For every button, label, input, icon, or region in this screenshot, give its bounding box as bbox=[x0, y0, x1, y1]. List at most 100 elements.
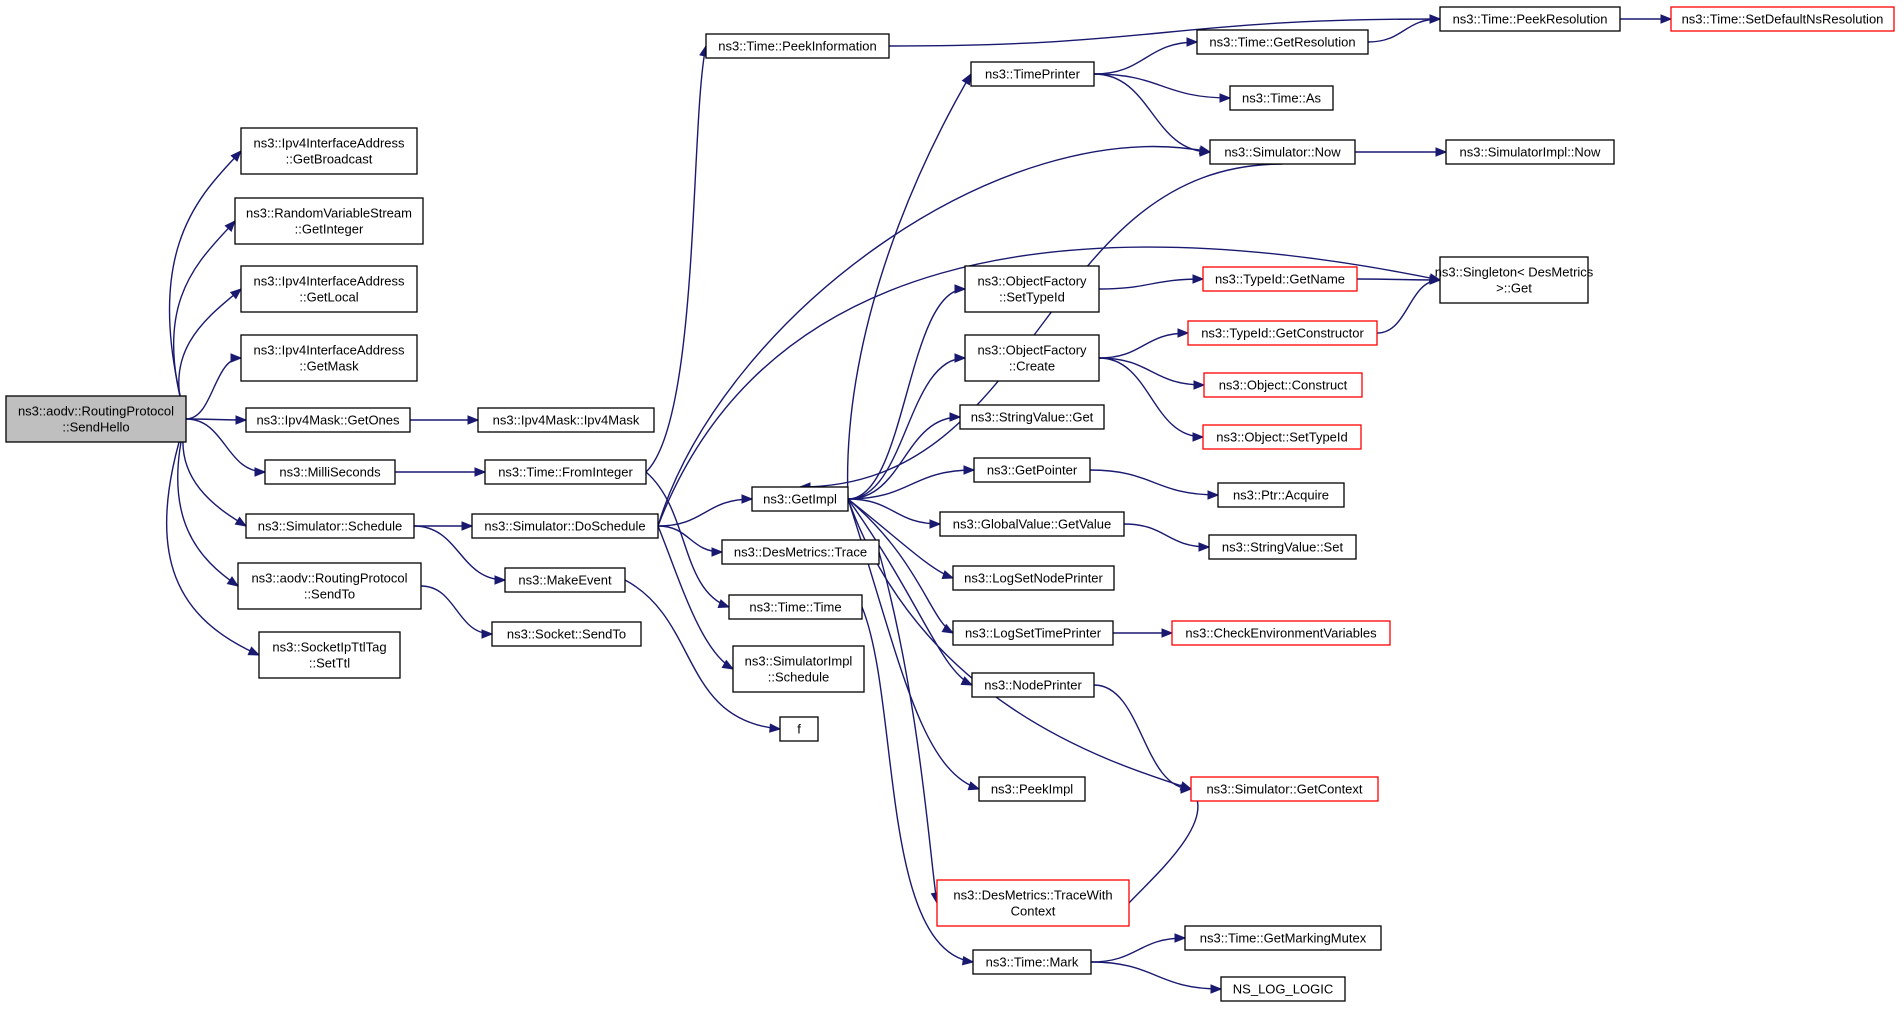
node-label: ns3::TypeId::GetName bbox=[1215, 272, 1345, 287]
edge-arrowhead bbox=[229, 288, 243, 300]
node-objConstruct[interactable]: ns3::Object::Construct bbox=[1203, 372, 1363, 398]
node-box bbox=[728, 594, 863, 620]
node-label: ::SendHello bbox=[62, 420, 129, 435]
node-nodePrinter[interactable]: ns3::NodePrinter bbox=[971, 672, 1095, 698]
node-typeIdGetName[interactable]: ns3::TypeId::GetName bbox=[1202, 266, 1358, 292]
node-label: ns3::Time::Mark bbox=[986, 955, 1079, 970]
node-schedule[interactable]: ns3::Simulator::Schedule bbox=[245, 513, 415, 539]
node-logSetTimePrinter[interactable]: ns3::LogSetTimePrinter bbox=[952, 620, 1114, 646]
node-getBroadcast[interactable]: ns3::Ipv4InterfaceAddress::GetBroadcast bbox=[240, 127, 418, 175]
node-simGetContext[interactable]: ns3::Simulator::GetContext bbox=[1190, 776, 1379, 802]
node-box bbox=[504, 567, 626, 593]
edge-arrowhead bbox=[1429, 275, 1442, 285]
node-ipv4mask[interactable]: ns3::Ipv4Mask::Ipv4Mask bbox=[477, 407, 655, 433]
node-nsLogLogic[interactable]: NS_LOG_LOGIC bbox=[1220, 976, 1346, 1002]
edge-arrowhead bbox=[234, 516, 248, 527]
node-label: ns3::Ipv4Mask::Ipv4Mask bbox=[493, 413, 640, 428]
node-f[interactable]: f bbox=[779, 716, 819, 742]
node-simNow[interactable]: ns3::Simulator::Now bbox=[1209, 139, 1356, 165]
node-root[interactable]: ns3::aodv::RoutingProtocol::SendHello bbox=[5, 395, 187, 443]
edge-arrowhead bbox=[461, 521, 474, 531]
edge-timeMark-to-getMarkingMutex bbox=[1090, 937, 1186, 963]
node-label: ::Create bbox=[1009, 359, 1055, 374]
node-getImpl[interactable]: ns3::GetImpl bbox=[751, 486, 849, 512]
node-logSetNodePrinter[interactable]: ns3::LogSetNodePrinter bbox=[952, 565, 1115, 591]
node-makeEvent[interactable]: ns3::MakeEvent bbox=[504, 567, 626, 593]
node-label: NS_LOG_LOGIC bbox=[1233, 982, 1333, 997]
edge-desTrace-to-traceWithContext bbox=[878, 551, 938, 904]
node-getPointer[interactable]: ns3::GetPointer bbox=[973, 457, 1091, 483]
node-box bbox=[491, 621, 642, 647]
edge-arrowhead bbox=[474, 467, 487, 477]
node-setDefaultNs[interactable]: ns3::Time::SetDefaultNsResolution bbox=[1670, 6, 1895, 32]
node-label: ns3::aodv::RoutingProtocol bbox=[18, 404, 174, 419]
node-peekImpl[interactable]: ns3::PeekImpl bbox=[978, 776, 1086, 802]
node-getLocal[interactable]: ns3::Ipv4InterfaceAddress::GetLocal bbox=[240, 265, 418, 313]
node-box bbox=[1670, 6, 1895, 32]
node-label: ns3::RandomVariableStream bbox=[246, 206, 412, 221]
node-checkEnv[interactable]: ns3::CheckEnvironmentVariables bbox=[1171, 620, 1391, 646]
edge-timeMark-to-nsLogLogic bbox=[1090, 961, 1222, 990]
edge-arrowhead bbox=[254, 467, 267, 477]
node-box bbox=[240, 334, 418, 382]
node-stringValueGet[interactable]: ns3::StringValue::Get bbox=[959, 404, 1105, 430]
node-label: ns3::CheckEnvironmentVariables bbox=[1185, 626, 1377, 641]
node-peekResolution[interactable]: ns3::Time::PeekResolution bbox=[1439, 6, 1621, 32]
node-box bbox=[959, 404, 1105, 430]
node-label: ns3::Ipv4InterfaceAddress bbox=[253, 136, 405, 151]
node-box bbox=[471, 513, 659, 539]
node-label: ns3::Simulator::GetContext bbox=[1206, 782, 1362, 797]
node-getMarkingMutex[interactable]: ns3::Time::GetMarkingMutex bbox=[1184, 925, 1382, 951]
node-ofCreate[interactable]: ns3::ObjectFactory::Create bbox=[964, 334, 1100, 382]
node-sendToAodv[interactable]: ns3::aodv::RoutingProtocol::SendTo bbox=[237, 562, 422, 610]
node-getOnes[interactable]: ns3::Ipv4Mask::GetOnes bbox=[245, 407, 411, 433]
node-doSchedule[interactable]: ns3::Simulator::DoSchedule bbox=[471, 513, 659, 539]
node-label: ns3::Time::PeekInformation bbox=[718, 39, 876, 54]
node-timeAs[interactable]: ns3::Time::As bbox=[1229, 85, 1334, 111]
node-getMask[interactable]: ns3::Ipv4InterfaceAddress::GetMask bbox=[240, 334, 418, 382]
node-label: ::Schedule bbox=[768, 670, 829, 685]
node-objSetTypeId[interactable]: ns3::Object::SetTypeId bbox=[1202, 424, 1362, 450]
node-stringValueSet[interactable]: ns3::StringValue::Set bbox=[1208, 534, 1357, 560]
node-desTrace[interactable]: ns3::DesMetrics::Trace bbox=[721, 539, 880, 565]
node-timePrinter[interactable]: ns3::TimePrinter bbox=[970, 61, 1095, 87]
node-getResolution[interactable]: ns3::Time::GetResolution bbox=[1196, 29, 1369, 55]
node-ofSetTypeId[interactable]: ns3::ObjectFactory::SetTypeId bbox=[964, 265, 1100, 313]
node-fromInteger[interactable]: ns3::Time::FromInteger bbox=[484, 459, 647, 485]
node-socketSendTo[interactable]: ns3::Socket::SendTo bbox=[491, 621, 642, 647]
edge-arrowhead bbox=[1161, 628, 1174, 638]
node-ptrAcquire[interactable]: ns3::Ptr::Acquire bbox=[1217, 482, 1345, 508]
node-milliSeconds[interactable]: ns3::MilliSeconds bbox=[264, 459, 396, 485]
node-label: ns3::Socket::SendTo bbox=[507, 627, 626, 642]
node-gvGetValue[interactable]: ns3::GlobalValue::GetValue bbox=[939, 511, 1125, 537]
node-label: ::SetTtl bbox=[309, 656, 350, 671]
node-implSchedule[interactable]: ns3::SimulatorImpl::Schedule bbox=[732, 645, 865, 693]
edge-root-to-schedule bbox=[182, 418, 247, 527]
edge-typeIdGetName-to-singletonGet bbox=[1356, 278, 1441, 281]
node-singletonGet[interactable]: ns3::Singleton< DesMetrics>::Get bbox=[1435, 256, 1594, 304]
node-label: ns3::PeekImpl bbox=[991, 782, 1073, 797]
node-label: ns3::StringValue::Set bbox=[1222, 540, 1344, 555]
node-typeIdGetCtor[interactable]: ns3::TypeId::GetConstructor bbox=[1187, 320, 1378, 346]
node-box bbox=[264, 459, 396, 485]
node-box bbox=[964, 265, 1100, 313]
edge-getImpl-to-timePrinter bbox=[846, 73, 972, 500]
node-label: ns3::SimulatorImpl bbox=[745, 654, 853, 669]
node-label: ns3::Time::FromInteger bbox=[498, 465, 633, 480]
node-getInteger[interactable]: ns3::RandomVariableStream::GetInteger bbox=[234, 197, 424, 245]
node-setTtl[interactable]: ns3::SocketIpTtlTag::SetTtl bbox=[258, 631, 401, 679]
edge-arrowhead bbox=[711, 547, 724, 557]
node-timeMark[interactable]: ns3::Time::Mark bbox=[972, 949, 1092, 975]
node-timeTime[interactable]: ns3::Time::Time bbox=[728, 594, 863, 620]
node-label: ns3::ObjectFactory bbox=[977, 343, 1087, 358]
edge-arrowhead bbox=[741, 494, 754, 504]
edge-doSchedule-to-simNow bbox=[657, 146, 1211, 527]
edge-timePrinter-to-getResolution bbox=[1093, 41, 1198, 75]
edge-arrowhead bbox=[235, 415, 248, 425]
node-implNow[interactable]: ns3::SimulatorImpl::Now bbox=[1445, 139, 1615, 165]
node-box bbox=[1196, 29, 1369, 55]
node-peekInfo[interactable]: ns3::Time::PeekInformation bbox=[705, 33, 890, 59]
edge-arrowhead bbox=[961, 72, 972, 86]
node-label: ns3::Time::Time bbox=[749, 600, 841, 615]
